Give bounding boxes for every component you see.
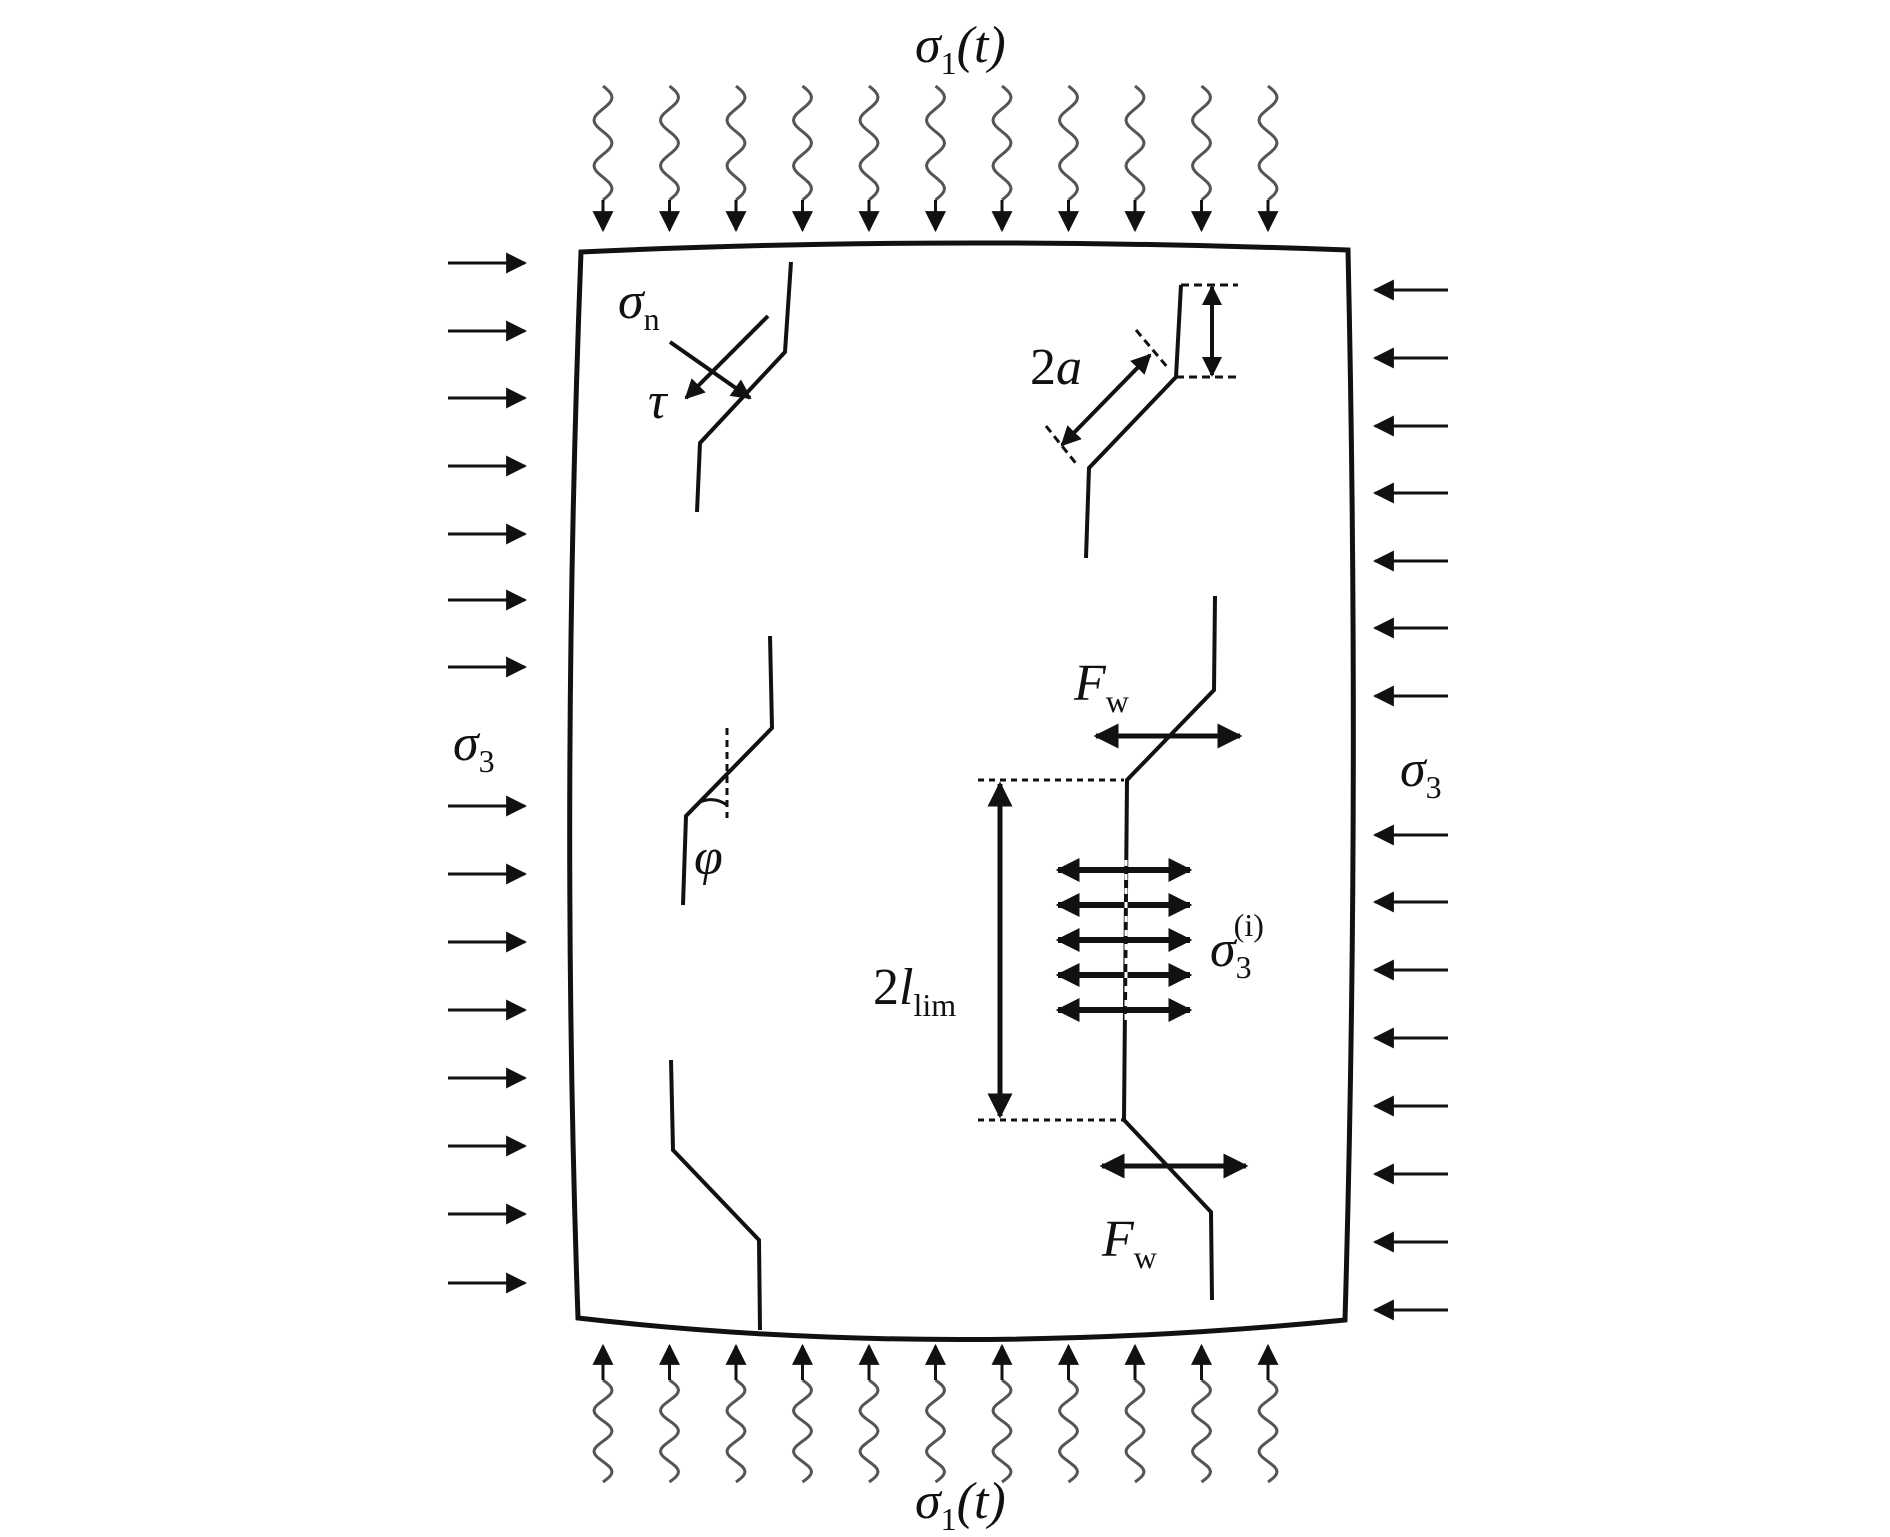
wavy-arrow-icon [1124,1343,1146,1484]
wavy-arrow-icon [991,84,1013,233]
label-fw-bottom: Fw [1101,1211,1157,1275]
two-l-lim-dimension [978,778,1124,1122]
label-two-l-lim: 2llim [873,959,956,1023]
wavy-arrow-icon [924,1343,947,1484]
wavy-arrow-icon [1124,84,1146,233]
wavy-arrow-icon [1190,1343,1213,1484]
label-two-a: 2a [1030,339,1082,396]
label-phi: φ [694,829,723,886]
crack-top-left [695,261,793,513]
crack-mid-left [681,635,775,906]
right-confining-arrows [1372,279,1448,1321]
wavy-arrow-icon [1257,84,1279,233]
wavy-arrow-icon [658,1343,681,1484]
bottom-wavy-loads [592,1343,1279,1484]
wavy-arrow-icon [1057,1343,1080,1484]
label-bottom-sigma1: σ1(t) [915,1473,1006,1532]
wavy-arrow-icon [1057,84,1080,233]
label-top-sigma1: σ1(t) [915,17,1006,81]
crack-right-long [1121,595,1217,1301]
internal-pressure-arrows [1055,858,1193,1022]
crack-top-right [1084,284,1183,559]
wavy-arrow-icon [725,1343,747,1484]
label-fw-top: Fw [1073,655,1129,719]
wavy-arrow-icon [791,1343,814,1484]
specimen-outline [567,240,1356,1342]
tau-arrow [684,314,770,400]
wavy-arrow-icon [592,84,614,233]
top-wavy-loads [592,84,1279,233]
wavy-arrow-icon [1257,1343,1279,1484]
two-a-dimension [1044,283,1238,467]
label-sigma-n: σn [618,273,660,337]
wavy-arrow-icon [1190,84,1213,233]
label-right-sigma3: σ3 [1400,741,1442,805]
wavy-arrow-icon [924,84,947,233]
wavy-arrow-icon [592,1343,614,1484]
wavy-arrow-icon [858,84,880,233]
wavy-arrow-icon [991,1343,1013,1484]
left-confining-arrows [448,252,528,1294]
wavy-arrow-icon [791,84,814,233]
phi-angle-marker [699,728,729,818]
wavy-arrow-icon [725,84,747,233]
wavy-arrow-icon [658,84,681,233]
label-sigma3-i: σ3(i) [1210,907,1264,985]
label-tau: τ [648,373,669,430]
sigma-n-arrow [668,340,752,400]
wavy-arrow-icon [858,1343,880,1484]
crack-bottom-left [669,1059,762,1331]
label-left-sigma3: σ3 [453,715,495,779]
